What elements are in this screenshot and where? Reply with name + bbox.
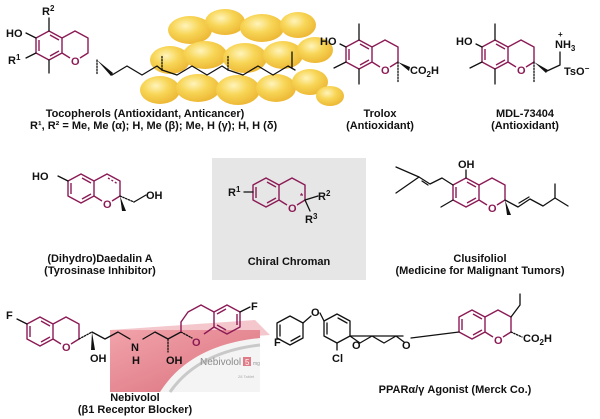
mdl-73404-name: MDL-73404 <box>495 108 555 120</box>
svg-text:OH: OH <box>166 355 183 367</box>
chiral-chroman-structure: O R1 * R2 R3 <box>228 177 331 226</box>
svg-text:F: F <box>274 337 281 349</box>
box-brand-text: Nebivolol <box>200 357 241 368</box>
mdl-73404-label: MDL-73404 (Antioxidant) <box>470 108 580 132</box>
svg-text:R3: R3 <box>305 212 318 226</box>
svg-text:O: O <box>381 65 390 77</box>
svg-text:F: F <box>6 310 13 322</box>
tocopherols-label: Tocopherols (Antioxidant, Anticancer) R¹… <box>30 108 278 132</box>
svg-text:R2: R2 <box>318 189 331 203</box>
capsule-cluster <box>140 9 344 106</box>
svg-text:Cl: Cl <box>332 353 343 365</box>
nebivolol-subtitle: (β1 Receptor Blocker) <box>77 404 193 416</box>
svg-text:CO2H: CO2H <box>523 333 552 347</box>
svg-text:O: O <box>352 340 361 352</box>
svg-text:HO: HO <box>32 171 49 183</box>
trolox-name: Trolox <box>363 108 397 120</box>
svg-text:O: O <box>62 342 71 354</box>
tocopherols-name: Tocopherols (Antioxidant, Anticancer) <box>45 108 245 120</box>
svg-text:N: N <box>131 342 139 354</box>
nebivolol-box-image: Nebivolol 5 mg 28 Tablet <box>110 320 270 393</box>
tocopherol-structure: O R2 HO R1 <box>6 4 296 76</box>
clusifoliol-subtitle: (Medicine for Malignant Tumors) <box>395 265 565 277</box>
svg-text:O: O <box>402 340 411 352</box>
svg-text:+: + <box>558 30 563 39</box>
box-count-text: 28 Tablet <box>238 374 255 379</box>
chiral-chroman-label: Chiral Chroman <box>212 256 366 268</box>
daedalin-a-label: (Dihydro)Daedalin A (Tyrosinase Inhibito… <box>25 253 175 277</box>
svg-text:R2: R2 <box>42 4 55 18</box>
svg-text:O: O <box>311 307 320 319</box>
svg-text:HO: HO <box>6 28 23 40</box>
svg-text:OH: OH <box>458 159 475 171</box>
svg-text:NH3: NH3 <box>555 39 576 53</box>
clusifoliol-name: Clusifoliol <box>453 253 507 265</box>
svg-text:CO2H: CO2H <box>410 65 439 79</box>
svg-text:O: O <box>103 199 112 211</box>
daedalin-a-subtitle: (Tyrosinase Inhibitor) <box>44 265 156 277</box>
svg-text:R1: R1 <box>228 185 241 199</box>
mdl-73404-subtitle: (Antioxidant) <box>491 120 559 132</box>
box-dose-text: 5 <box>245 358 250 367</box>
svg-text:O: O <box>71 56 80 68</box>
svg-text:OH: OH <box>90 353 107 365</box>
svg-text:*: * <box>300 192 304 201</box>
svg-text:TsO−: TsO− <box>564 64 590 78</box>
svg-text:HO: HO <box>456 36 473 48</box>
svg-text:O: O <box>488 203 497 215</box>
svg-text:O: O <box>494 335 503 347</box>
tocopherols-subtitle: R¹, R² = Me, Me (α); H, Me (β); Me, H (γ… <box>30 120 278 132</box>
svg-text:O: O <box>288 203 297 215</box>
nebivolol-structure: O F OH N H OH O F <box>6 301 258 367</box>
mdl-73404-structure: O HO NH3 + TsO− <box>456 23 590 85</box>
nebivolol-name: Nebivolol <box>110 392 160 404</box>
clusifoliol-structure: O OH <box>395 159 569 215</box>
ppar-agonist-name: PPARα/γ Agonist (Merck Co.) <box>378 384 532 396</box>
svg-text:F: F <box>251 301 258 313</box>
trolox-structure: O HO CO2H <box>320 23 439 85</box>
svg-text:O: O <box>192 337 201 349</box>
svg-text:O: O <box>517 65 526 77</box>
svg-text:HO: HO <box>320 36 337 48</box>
ppar-agonist-label: PPARα/γ Agonist (Merck Co.) <box>330 384 580 396</box>
svg-text:H: H <box>132 355 140 367</box>
svg-text:OH: OH <box>146 190 163 202</box>
clusifoliol-label: Clusifoliol (Medicine for Malignant Tumo… <box>380 253 580 277</box>
trolox-subtitle: (Antioxidant) <box>346 120 414 132</box>
chiral-chroman-name: Chiral Chroman <box>247 256 331 268</box>
daedalin-a-structure: O HO OH <box>32 171 163 211</box>
ppar-agonist-structure: F O Cl O O O CO2H <box>274 293 552 365</box>
svg-text:R1: R1 <box>8 53 21 67</box>
nebivolol-label: Nebivolol (β1 Receptor Blocker) <box>60 392 210 416</box>
chiral-chroman-panel <box>212 158 366 280</box>
daedalin-a-name: (Dihydro)Daedalin A <box>47 253 153 265</box>
trolox-label: Trolox (Antioxidant) <box>330 108 430 132</box>
box-unit-text: mg <box>253 361 260 367</box>
